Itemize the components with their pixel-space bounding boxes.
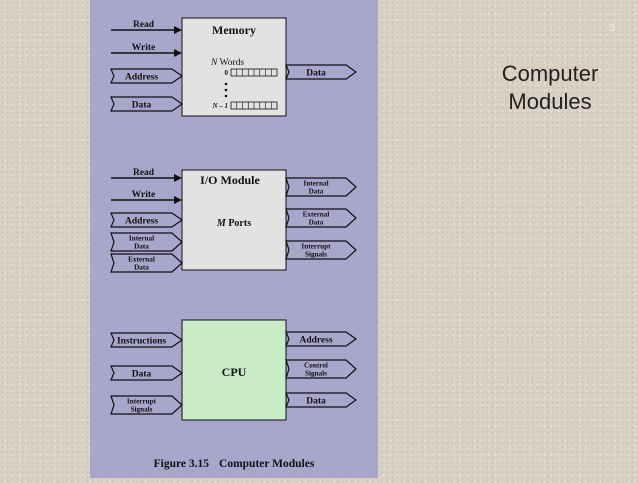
io-out-interrupt-signals-label-line-1: Interrupt — [301, 243, 331, 251]
memory-in-address-signal: Address — [110, 68, 184, 84]
cpu-out-data-arrow — [285, 392, 358, 408]
figure-caption-title: Computer Modules — [219, 458, 315, 470]
cpu-in-interrupt-signals-arrow — [110, 395, 183, 415]
cpu-in-instructions-arrow — [110, 332, 184, 348]
io-in-read-signal: Read — [111, 168, 182, 182]
cpu-in-interrupt-signals-label-line-2: Signals — [131, 406, 153, 414]
io-in-address-label: Address — [125, 216, 158, 226]
memory-ellipsis — [224, 82, 228, 98]
cpu-out-control-signals-arrow — [285, 359, 357, 379]
io-out-internal-data-label-line-1: Internal — [303, 180, 328, 188]
cpu-out-address-arrow — [285, 331, 358, 347]
io-in-write-signal: Write — [111, 190, 182, 204]
slide-title: Computer Modules — [480, 60, 620, 116]
io-module-box — [181, 169, 287, 271]
slide-number: 3 — [608, 22, 616, 34]
io-in-write-label: Write — [132, 190, 156, 200]
memory-word-first-bits — [236, 69, 272, 76]
cpu-in-data-arrow — [110, 365, 184, 381]
memory-in-address-label: Address — [125, 72, 158, 82]
cpu-out-data-signal: Data — [285, 392, 358, 408]
io-in-external-data-label-line-1: External — [128, 256, 155, 264]
memory-in-data-arrow — [110, 96, 184, 112]
cpu-out-address-label: Address — [299, 335, 332, 345]
memory-words-italic: N — [210, 58, 218, 68]
memory-in-write-arrowhead — [174, 49, 182, 57]
io-in-address-arrow — [110, 212, 184, 228]
io-module-ports-label: M Ports — [216, 218, 251, 229]
figure-panel: Memory N Words 0 N – 1 I/O Module M Port… — [90, 0, 378, 478]
memory-word-last-bits — [236, 102, 272, 109]
memory-in-address-arrow — [110, 68, 184, 84]
memory-in-read-arrowhead — [174, 26, 182, 34]
cpu-in-instructions-label: Instructions — [117, 336, 166, 346]
io-in-internal-data-arrow — [110, 232, 183, 252]
io-in-internal-data-label-line-2: Data — [134, 243, 149, 251]
memory-words-rest: Words — [217, 58, 244, 68]
io-in-write-arrowhead — [174, 196, 182, 204]
memory-in-data-signal: Data — [110, 96, 184, 112]
io-out-interrupt-signals-arrow — [285, 240, 357, 260]
memory-out-data-arrow — [285, 64, 358, 80]
memory-in-write-signal: Write — [111, 43, 182, 57]
io-in-read-label: Read — [133, 168, 155, 178]
io-out-external-data-label-line-2: Data — [309, 219, 324, 227]
cpu-out-data-label: Data — [306, 396, 326, 406]
cpu-title: CPU — [222, 365, 247, 379]
cpu-in-data-signal: Data — [110, 365, 184, 381]
io-in-external-data-label-line-2: Data — [134, 264, 149, 272]
computer-modules-diagram: Memory N Words 0 N – 1 I/O Module M Port… — [90, 0, 378, 478]
io-ports-rest: Ports — [226, 218, 251, 229]
slide-title-line-2: Modules — [508, 89, 592, 114]
memory-in-read-label: Read — [133, 20, 155, 30]
io-module-title: I/O Module — [200, 173, 260, 187]
memory-in-write-label: Write — [132, 43, 156, 53]
cpu-out-control-signals-label-line-1: Control — [304, 362, 328, 370]
cpu-in-interrupt-signals-label-line-1: Interrupt — [127, 398, 157, 406]
memory-box — [181, 17, 287, 117]
io-out-internal-data-label-line-2: Data — [309, 188, 324, 196]
io-out-internal-data-arrow — [285, 177, 357, 197]
memory-row-last-label: N – 1 — [211, 102, 228, 110]
io-out-external-data-label-line-1: External — [303, 211, 330, 219]
io-in-address-signal: Address — [110, 212, 184, 228]
io-in-external-data-arrow — [110, 253, 183, 273]
cpu-in-data-label: Data — [132, 369, 152, 379]
memory-words-label: N Words — [210, 58, 244, 68]
io-in-read-arrowhead — [174, 174, 182, 182]
memory-in-read-signal: Read — [111, 20, 182, 34]
memory-out-data-label: Data — [306, 68, 326, 78]
cpu-out-control-signals-label-line-2: Signals — [305, 370, 327, 378]
io-out-interrupt-signals-label-line-2: Signals — [305, 251, 327, 259]
figure-caption-number: Figure 3.15 — [154, 458, 210, 470]
cpu-in-instructions-signal: Instructions — [110, 332, 184, 348]
memory-row-first-label: 0 — [225, 69, 229, 77]
signal-layer: ReadWriteAddressDataDataReadWriteAddress… — [110, 20, 358, 415]
memory-title: Memory — [212, 23, 256, 37]
io-out-external-data-arrow — [285, 208, 357, 228]
io-in-internal-data-label-line-1: Internal — [129, 235, 154, 243]
cpu-out-address-signal: Address — [285, 331, 358, 347]
memory-out-data-signal: Data — [285, 64, 358, 80]
io-ports-italic: M — [216, 218, 227, 229]
slide-title-line-1: Computer — [501, 61, 599, 86]
cpu-box — [181, 319, 287, 421]
figure-caption: Figure 3.15 Computer Modules — [154, 458, 315, 470]
memory-in-data-label: Data — [132, 100, 152, 110]
